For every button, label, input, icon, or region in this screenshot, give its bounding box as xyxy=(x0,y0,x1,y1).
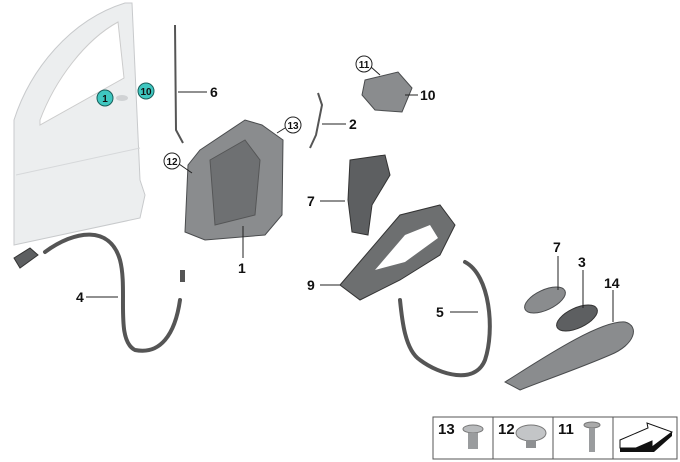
door-illustration xyxy=(13,2,146,246)
legend-11: 11 xyxy=(558,421,574,438)
outer-handle-14 xyxy=(504,321,634,391)
label-2[interactable]: 2 xyxy=(349,116,357,132)
label-3[interactable]: 3 xyxy=(578,254,586,270)
label-8[interactable]: 7 xyxy=(307,193,315,209)
callout-11[interactable]: 11 xyxy=(355,55,373,73)
svg-text:12: 12 xyxy=(166,157,178,168)
striker-10 xyxy=(361,71,413,113)
screw-legend-table: 13 12 11 xyxy=(432,416,678,460)
svg-text:11: 11 xyxy=(359,60,370,71)
legend-12: 12 xyxy=(498,421,515,438)
cover-3 xyxy=(556,304,598,332)
label-1[interactable]: 1 xyxy=(238,260,246,276)
cap-7 xyxy=(524,286,566,314)
svg-text:13: 13 xyxy=(287,121,299,132)
label-6[interactable]: 6 xyxy=(210,84,218,100)
label-9[interactable]: 9 xyxy=(307,277,315,293)
label-14[interactable]: 14 xyxy=(604,275,620,291)
legend-13: 13 xyxy=(438,421,455,438)
bracket-8 xyxy=(347,154,391,236)
callout-13[interactable]: 13 xyxy=(284,116,302,134)
label-10[interactable]: 10 xyxy=(420,87,436,103)
rod-2 xyxy=(309,92,324,149)
lock-1 xyxy=(184,119,284,241)
label-5[interactable]: 5 xyxy=(436,304,444,320)
label-7[interactable]: 7 xyxy=(553,239,561,255)
rod-6 xyxy=(174,24,184,144)
callout-door-10[interactable]: 10 xyxy=(137,82,155,100)
callout-door-1[interactable]: 1 xyxy=(96,89,114,107)
svg-text:10: 10 xyxy=(140,87,152,98)
callout-12[interactable]: 12 xyxy=(163,152,181,170)
svg-text:1: 1 xyxy=(102,94,108,105)
label-4[interactable]: 4 xyxy=(76,289,84,305)
